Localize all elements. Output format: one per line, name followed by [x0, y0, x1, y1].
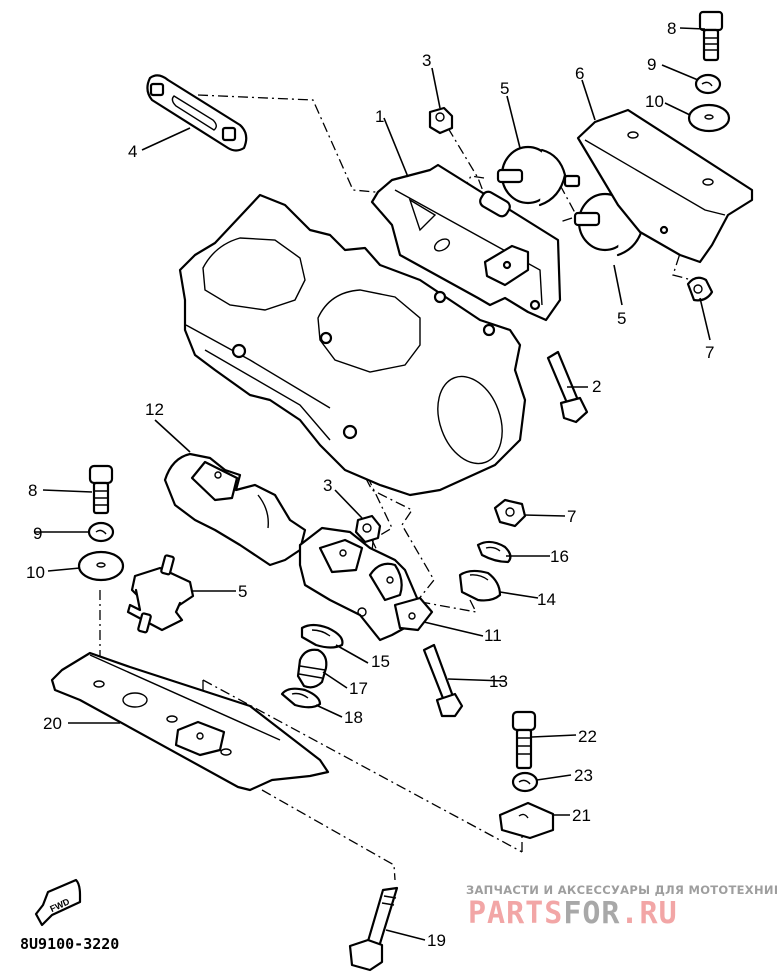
part-21-nut-plate — [498, 801, 555, 840]
engine-cylinder-block — [178, 193, 527, 497]
callout-7-lower: 7 — [567, 507, 576, 526]
callout-8-lower: 8 — [28, 481, 37, 500]
callout-12: 12 — [145, 400, 164, 419]
part-15-washer — [300, 623, 344, 649]
part-2-bolt — [546, 350, 589, 424]
callout-2: 2 — [592, 377, 601, 396]
part-6-rear-bracket — [576, 108, 754, 264]
callout-11: 11 — [484, 626, 502, 645]
part-18-washer — [280, 687, 322, 709]
part-1-front-bracket — [370, 163, 562, 322]
callout-22: 22 — [578, 727, 597, 746]
callout-5-lower: 5 — [238, 582, 247, 601]
part-7-right-nut — [493, 498, 527, 528]
callout-1: 1 — [375, 107, 384, 126]
part-20-mount-plate — [50, 651, 330, 792]
part-3-lower-nut — [354, 514, 382, 544]
part-10-top-washer — [687, 103, 731, 133]
part-8-top-bolt — [698, 10, 724, 62]
callout-13: 13 — [489, 672, 508, 691]
watermark-logo: PARTSFOR.RU — [468, 896, 678, 931]
part-9-left-lockwasher — [87, 521, 115, 543]
callout-3-lower: 3 — [323, 476, 332, 495]
callout-numbers: 1 2 3 3 4 5 5 5 6 7 7 8 8 9 9 10 10 11 1… — [26, 19, 714, 950]
part-17-collar — [296, 648, 328, 689]
callout-5-upper-right: 5 — [617, 309, 626, 328]
part-3-upper-nut — [428, 106, 454, 135]
part-5-upper-left-damper — [496, 145, 581, 207]
watermark-logo-part: FOR — [563, 896, 621, 931]
part-22-bolt — [511, 710, 537, 770]
callout-18: 18 — [344, 708, 363, 727]
callout-8-upper: 8 — [667, 19, 676, 38]
callout-4: 4 — [128, 142, 137, 161]
part-9-top-lockwasher — [694, 73, 722, 95]
callout-9-lower: 9 — [33, 524, 42, 543]
callout-9-upper: 9 — [647, 55, 656, 74]
callout-10-lower: 10 — [26, 563, 45, 582]
callout-6: 6 — [575, 64, 584, 83]
callout-16: 16 — [550, 547, 569, 566]
drawing-code: 8U9100-3220 — [20, 935, 120, 953]
part-13-bolt — [422, 643, 464, 718]
part-5-lower-damper — [126, 554, 195, 634]
callout-20: 20 — [43, 714, 62, 733]
part-12-lower-bracket — [163, 452, 307, 567]
part-7-top-nut — [686, 276, 714, 302]
callout-23: 23 — [574, 766, 593, 785]
part-14-damper-rubber — [458, 569, 502, 602]
part-19-bolt — [348, 886, 399, 972]
watermark-logo-part: .RU — [620, 896, 678, 931]
watermark-subtitle: ЗАПЧАСТИ И АКСЕССУАРЫ ДЛЯ МОТОТЕХНИКИ — [466, 883, 777, 897]
callout-3-upper: 3 — [422, 51, 431, 70]
callout-17: 17 — [349, 679, 368, 698]
callout-5-upper-left: 5 — [500, 79, 509, 98]
callout-14: 14 — [537, 590, 556, 609]
part-11-rear-bracket — [298, 526, 434, 642]
part-4-link-plate — [146, 74, 248, 152]
callout-21: 21 — [572, 806, 591, 825]
part-23-lockwasher — [511, 771, 539, 793]
callout-19: 19 — [427, 931, 446, 950]
part-16-washer — [476, 540, 512, 564]
callout-15: 15 — [371, 652, 390, 671]
fwd-arrow-icon: FWD — [34, 878, 82, 927]
callout-leader-lines — [35, 27, 711, 941]
callout-7-upper: 7 — [705, 343, 714, 362]
part-10-left-washer — [77, 550, 125, 582]
callout-10-upper: 10 — [645, 92, 664, 111]
part-8-left-bolt — [88, 464, 114, 515]
watermark-logo-part: PARTS — [468, 896, 564, 931]
